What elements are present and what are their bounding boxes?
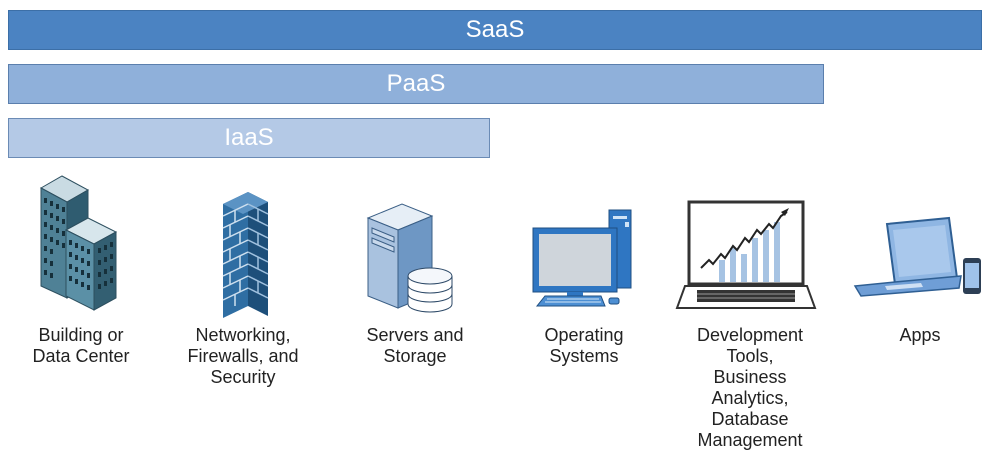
item-label: Apps	[899, 325, 941, 345]
saas-layer-bar: SaaS	[8, 10, 982, 50]
building-icon	[6, 168, 156, 318]
analytics-laptop-icon	[675, 168, 825, 318]
item-label: Servers and Storage	[366, 325, 464, 366]
item-label: Development Tools, Business Analytics, D…	[696, 325, 804, 450]
saas-label: SaaS	[465, 16, 525, 43]
paas-label: PaaS	[386, 70, 446, 97]
desktop-computer-icon	[509, 168, 659, 318]
paas-layer-bar: PaaS	[8, 64, 824, 104]
item-label: Operating Systems	[544, 325, 624, 366]
laptop-phone-icon	[845, 168, 987, 318]
firewall-icon	[168, 168, 318, 318]
item-label: Networking, Firewalls, and Security	[187, 325, 299, 387]
item-label: Building or Data Center	[32, 325, 130, 366]
iaas-label: IaaS	[224, 124, 274, 151]
server-storage-icon	[340, 168, 490, 318]
iaas-layer-bar: IaaS	[8, 118, 490, 158]
